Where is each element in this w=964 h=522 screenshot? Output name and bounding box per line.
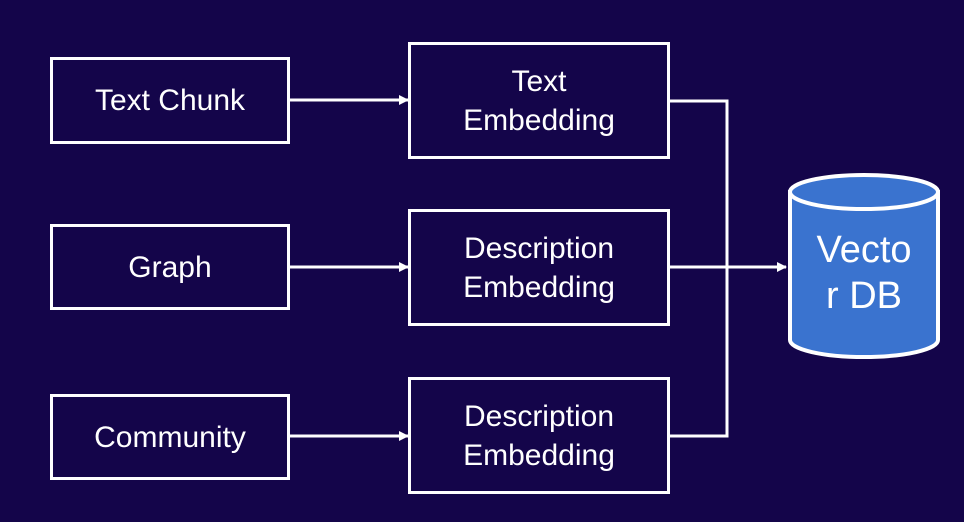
embedding-box-description-community: Description Embedding — [408, 377, 670, 494]
embedding-label-description-community: Description Embedding — [463, 399, 615, 472]
source-box-graph: Graph — [50, 224, 290, 310]
connector-community-embedding-to-bus — [670, 267, 729, 438]
connector-text-embedding-to-bus — [670, 99, 729, 267]
source-label-graph: Graph — [128, 250, 212, 284]
embedding-box-description-graph: Description Embedding — [408, 209, 670, 326]
vector-db-cylinder — [788, 173, 940, 359]
embedding-box-text: Text Embedding — [408, 42, 670, 159]
source-label-text-chunk: Text Chunk — [94, 84, 246, 117]
source-label-community: Community — [94, 420, 246, 454]
embedding-label-text: Text Embedding — [463, 64, 615, 137]
source-box-text-chunk: Text Chunk — [50, 57, 290, 144]
source-box-community: Community — [50, 394, 290, 480]
embedding-label-description-graph: Description Embedding — [463, 231, 615, 304]
vector-db-label: Vecto r DB — [816, 229, 912, 317]
